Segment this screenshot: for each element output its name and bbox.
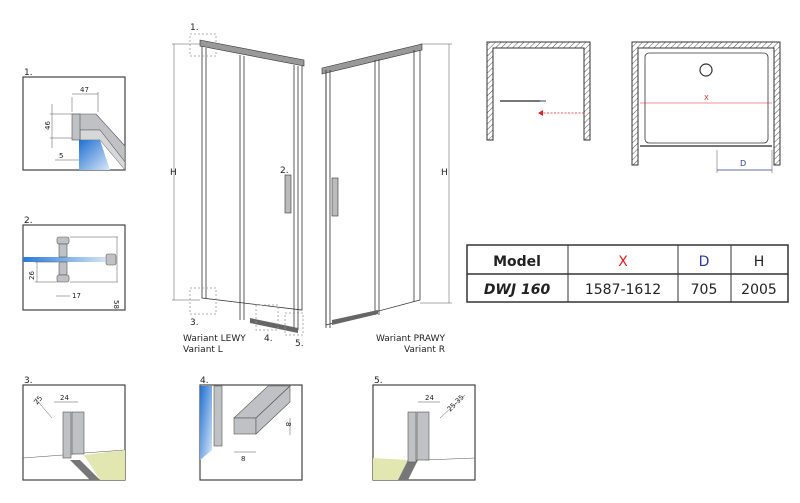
detail-2-handle: 2. 26 17 58 <box>22 216 126 311</box>
detail-3-wall-profile: 3. 24 25 <box>22 376 126 481</box>
height-label: H <box>170 168 177 178</box>
dim-8-width: 8 <box>241 455 245 463</box>
detail-label: 4. <box>200 376 209 386</box>
detail-label: 5. <box>374 376 383 386</box>
cell-model: DWJ 160 <box>484 282 551 298</box>
variant-right-en: Variant R <box>404 345 445 355</box>
dim-24: 24 <box>425 394 434 402</box>
cell-d: 705 <box>691 282 718 298</box>
detail-label: 3. <box>24 376 33 386</box>
cell-h: 2005 <box>741 282 777 298</box>
callout-5: 5. <box>295 339 304 349</box>
header-d: D <box>699 254 710 270</box>
cell-x: 1587-1612 <box>585 282 661 298</box>
variant-right-pl: Wariant PRAWY <box>376 334 446 344</box>
callout-1: 1. <box>190 23 199 33</box>
detail-label: 1. <box>24 68 33 78</box>
header-h: H <box>754 254 765 270</box>
variant-left-en: Variant L <box>183 345 223 355</box>
variant-left-drawing: H 1. 2. 3. 4. 5. Wariant LEWY Variant L <box>170 23 305 355</box>
dim-8-height: 8 <box>284 422 292 426</box>
dim-26: 26 <box>28 271 36 280</box>
plan-view-closed <box>486 41 591 141</box>
dimensions-table: Model X D H DWJ 160 1587-1612 705 2005 <box>466 244 789 303</box>
callout-3: 3. <box>190 318 199 328</box>
detail-5-wall-profile: 5. 24 25-35 <box>372 376 476 481</box>
detail-label: 2. <box>24 216 33 226</box>
dim-5: 5 <box>59 152 63 160</box>
dim-47: 47 <box>80 86 89 94</box>
dim-46: 46 <box>44 121 52 130</box>
variant-right-drawing: H Wariant PRAWY Variant R <box>321 43 452 355</box>
dim-58: 58 <box>112 300 120 309</box>
header-model: Model <box>493 254 541 270</box>
callout-2: 2. <box>280 166 289 176</box>
callout-4: 4. <box>264 334 273 344</box>
dim-d-label: D <box>740 159 746 168</box>
header-x: X <box>618 254 628 270</box>
detail-4-seal: 4. 8 8 <box>199 376 303 481</box>
dim-24: 24 <box>60 394 69 402</box>
detail-1-top-profile: 1. 47 46 5 <box>22 68 126 171</box>
dim-x-label: X <box>704 94 709 102</box>
dim-25: 25 <box>32 394 44 406</box>
plan-view-tray: X D <box>631 41 781 173</box>
variant-left-pl: Wariant LEWY <box>183 334 246 344</box>
dim-17: 17 <box>72 292 81 300</box>
height-label: H <box>441 168 448 178</box>
